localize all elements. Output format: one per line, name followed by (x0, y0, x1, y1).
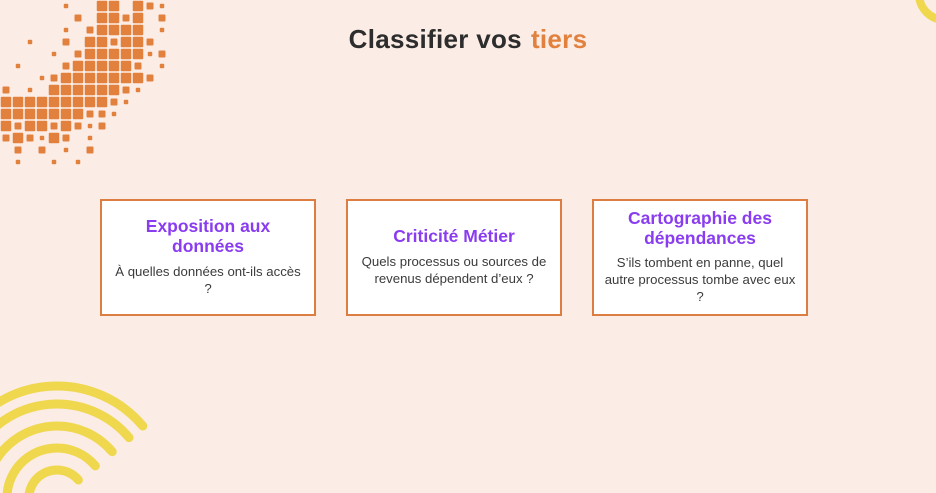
card-body: À quelles données ont-ils accès ? (115, 263, 301, 296)
card-heading: Criticité Métier (393, 226, 515, 247)
card-body: S’ils tombent en panne, quel autre proce… (604, 255, 796, 304)
info-card-exposition-donnees: Exposition aux données À quelles données… (100, 199, 316, 316)
page-title-highlight: tiers (530, 24, 588, 54)
card-heading: Exposition aux données (145, 216, 271, 257)
page-title-text: Classifier vos (348, 24, 522, 54)
concentric-arcs-decor-icon (0, 381, 148, 493)
card-body: Quels processus ou sources de revenus dé… (361, 253, 547, 286)
card-heading: Cartographie des dépendances (628, 208, 772, 248)
info-card-criticite-metier: Criticité Métier Quels processus ou sour… (346, 199, 562, 316)
cards-row: Exposition aux données À quelles données… (100, 199, 808, 316)
page-title: Classifier vos tiers (0, 24, 936, 55)
info-card-cartographie-dependances: Cartographie des dépendances S’ils tombe… (592, 199, 808, 316)
